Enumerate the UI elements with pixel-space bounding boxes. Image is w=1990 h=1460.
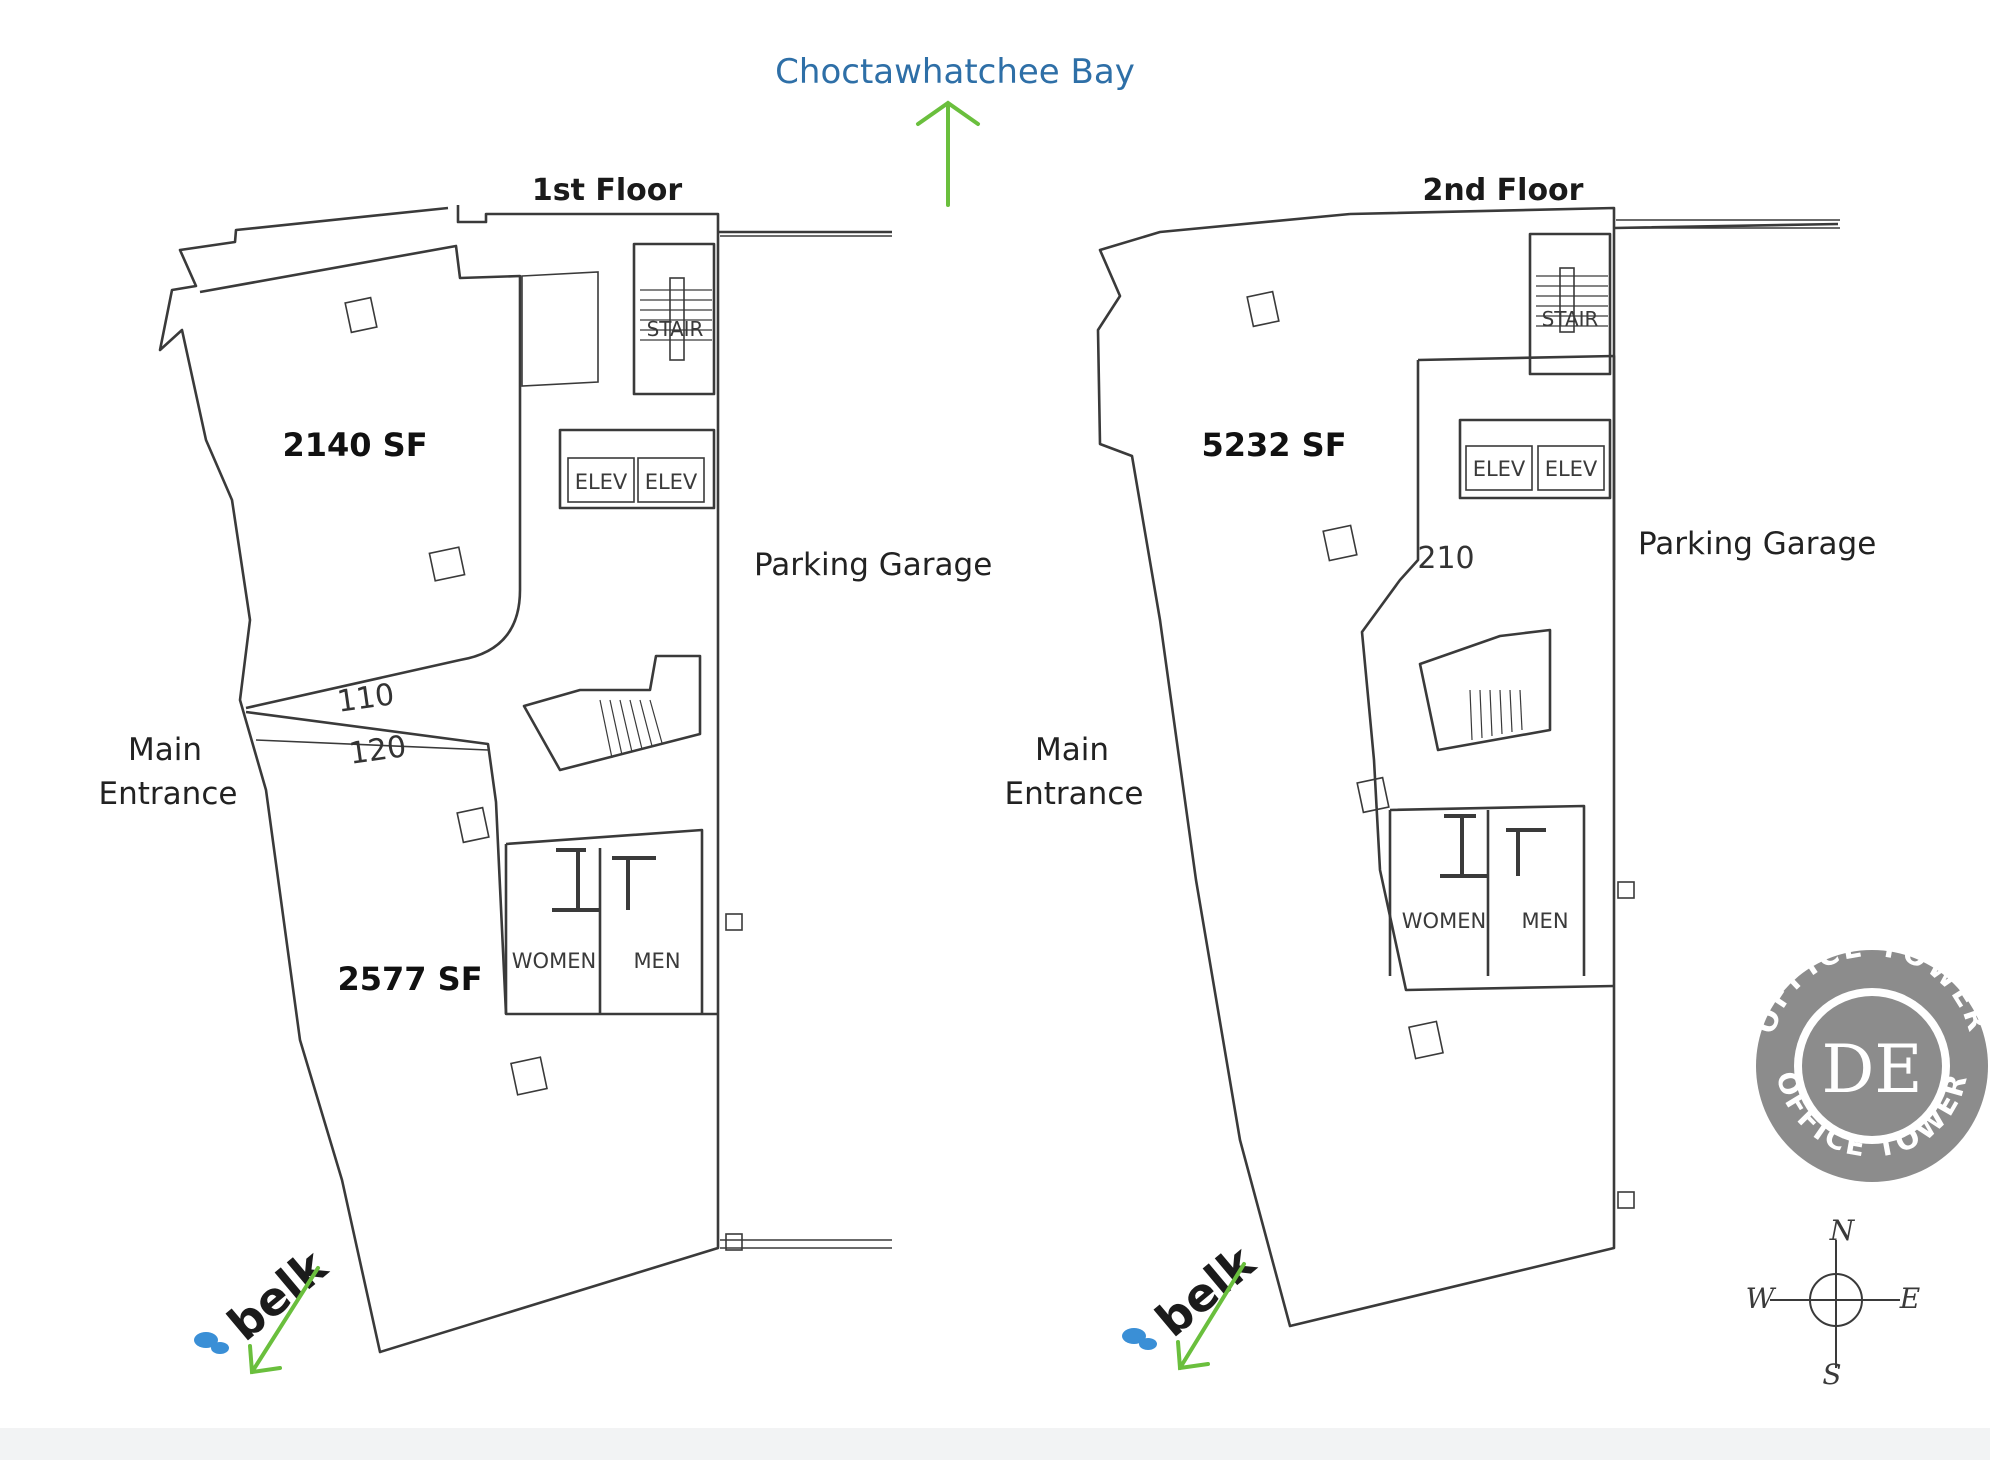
parking-garage-label-2: Parking Garage [1638,526,1876,562]
floor-title-1: 1st Floor [532,173,683,208]
logo-monogram: DE [1821,1031,1922,1108]
belk-arrow-icon [1176,1262,1246,1371]
stair-label-1: STAIR [647,317,704,341]
belk-logo-2: belk [1122,1234,1266,1350]
room-number-210: 210 [1417,541,1474,576]
first-floor-plan: 1st Floor STAIR ELEV ELEV [99,173,992,1375]
compass-north: N [1829,1214,1856,1247]
elev-label-2b: ELEV [1545,457,1598,481]
men-label-1: MEN [633,949,680,973]
second-floor-plan: 2nd Floor STAIR ELEV ELEV [1005,173,1876,1371]
main-entrance-label-1b: Entrance [99,776,238,812]
main-entrance-label-2a: Main [1035,732,1109,768]
compass-rose-icon: N S E W [1746,1214,1921,1391]
belk-logo-1: belk [194,1238,338,1354]
women-label-2: WOMEN [1402,909,1486,933]
bay-label: Choctawhatchee Bay [775,52,1135,92]
elev-label-2a: ELEV [1473,457,1526,481]
stair-label-2: STAIR [1542,307,1599,331]
women-label-1: WOMEN [512,949,596,973]
floor-title-2: 2nd Floor [1423,173,1584,208]
belk-arrow-icon [248,1266,320,1375]
area-label-5232: 5232 SF [1201,426,1346,464]
compass-south: S [1822,1358,1841,1391]
parking-garage-label-1: Parking Garage [754,547,992,583]
men-label-2: MEN [1521,909,1568,933]
main-entrance-label-2b: Entrance [1005,776,1144,812]
elev-label-1a: ELEV [575,470,628,494]
elev-label-1b: ELEV [645,470,698,494]
area-label-2140: 2140 SF [282,426,427,464]
compass-east: E [1899,1282,1920,1315]
area-label-2577: 2577 SF [337,960,482,998]
belk-text-2: belk [1145,1234,1265,1347]
north-arrow-icon [916,100,980,207]
bottom-bar [0,1428,1990,1460]
compass-west: W [1746,1282,1777,1315]
room-number-110: 110 [335,677,397,720]
room-number-120: 120 [347,729,409,772]
office-tower-logo: OFFICE TOWER OFFICE TOWER DE [1749,930,1990,1182]
main-entrance-label-1a: Main [128,732,202,768]
